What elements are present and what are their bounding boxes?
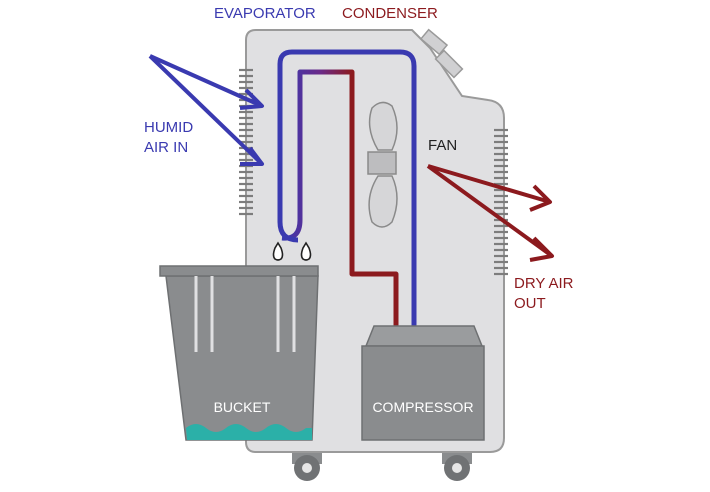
wheel-icon: [442, 450, 472, 481]
compressor-label: COMPRESSOR: [372, 399, 473, 415]
control-knob: [419, 28, 464, 79]
dry-air-out-arrows: [426, 164, 554, 262]
humid-air-in-arrows: [148, 54, 264, 166]
water-level: [186, 424, 312, 440]
fan-label: FAN: [428, 137, 457, 154]
bucket-label: BUCKET: [214, 399, 271, 415]
water-drop-icon: [272, 241, 312, 261]
fan-icon: [367, 101, 398, 228]
vent-grille-icon: [494, 128, 508, 276]
bucket: BUCKET: [159, 265, 319, 441]
condenser-label: CONDENSER: [342, 5, 438, 22]
compressor: COMPRESSOR: [361, 325, 485, 441]
humid-air-in-label-line2: AIR IN: [144, 139, 188, 156]
wheel-icon: [292, 450, 322, 481]
dry-air-out-label-line2: OUT: [514, 295, 546, 312]
humid-air-in-label-line1: HUMID: [144, 119, 193, 136]
dry-air-out-label-line1: DRY AIR: [514, 275, 574, 292]
evaporator-label: EVAPORATOR: [214, 5, 316, 22]
evaporator-coil: [277, 49, 417, 332]
